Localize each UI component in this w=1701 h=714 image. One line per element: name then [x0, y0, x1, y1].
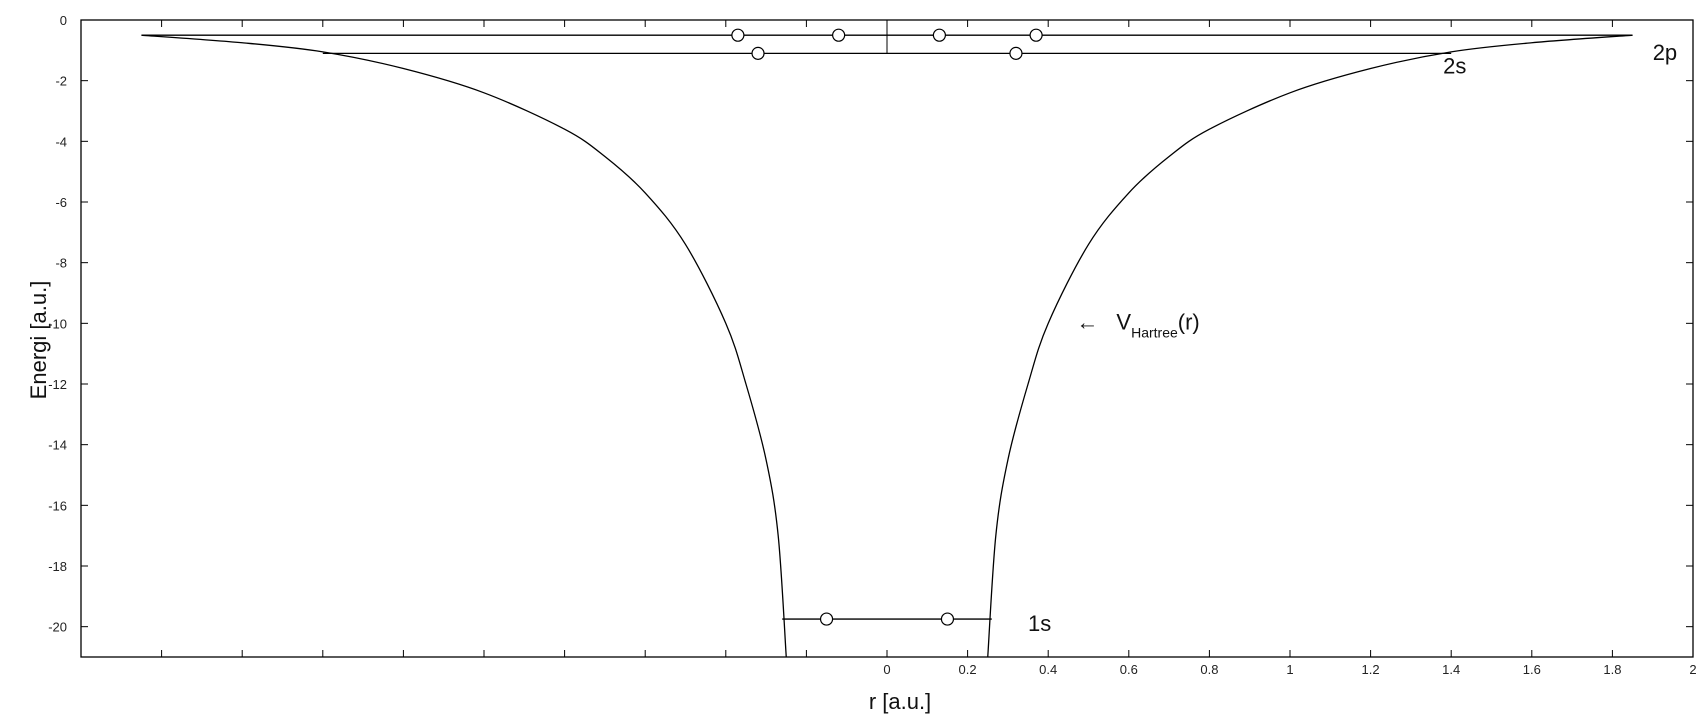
x-tick-label: 1.2: [1362, 662, 1380, 677]
curve-label-sub: Hartree: [1131, 324, 1178, 340]
curve-arrow: ←: [1076, 309, 1098, 334]
y-tick-label: -8: [55, 256, 67, 271]
y-axis-label: Energi [a.u.]: [26, 281, 51, 400]
electron-marker: [1029, 28, 1043, 42]
curve-annotation: ← VHartree(r): [1076, 309, 1199, 340]
curve-label-suffix: (r): [1178, 309, 1200, 334]
energy-level-label: 1s: [1028, 611, 1051, 636]
electron-markers-group: [731, 28, 1043, 626]
x-tick-label: 0.2: [959, 662, 977, 677]
tick-group: 0 0.2 0.4 0.6 0.8 1 1.2 1.4 1.6 1.8 2 0 -2 -4 -6 -8 -10 -…: [48, 13, 1696, 677]
y-tick-label: -18: [48, 559, 67, 574]
y-tick-label: -2: [55, 74, 67, 89]
curve-label-main: V: [1116, 309, 1131, 334]
electron-marker: [940, 612, 955, 626]
x-tick-label: 0.6: [1120, 662, 1138, 677]
y-tick-label: -16: [48, 498, 67, 513]
energy-level-label: 2p: [1653, 40, 1677, 65]
electron-marker: [832, 28, 846, 42]
plot-frame: [80, 19, 1694, 658]
y-tick-label: -14: [48, 438, 67, 453]
energy-levels-group: 1s 2s 2p: [141, 34, 1677, 636]
x-tick-label: 0.4: [1039, 662, 1057, 677]
energy-level-label: 2s: [1443, 53, 1466, 78]
electron-marker: [932, 28, 946, 42]
electron-marker: [819, 612, 834, 626]
x-tick-label: 1: [1286, 662, 1293, 677]
x-axis-label: r [a.u.]: [869, 689, 931, 714]
y-tick-label: -10: [48, 316, 67, 331]
x-tick-label: 2: [1689, 662, 1696, 677]
y-tick-label: -12: [48, 377, 67, 392]
y-tick-label: 0: [60, 13, 67, 28]
y-tick-label: -6: [55, 195, 67, 210]
hartree-curve-line: [141, 34, 787, 658]
hartree-curve-line: [987, 34, 1633, 658]
x-tick-label: 1.4: [1442, 662, 1460, 677]
x-tick-label: 0: [883, 662, 890, 677]
y-tick-label: -4: [55, 134, 67, 149]
y-tick-label: -20: [48, 620, 67, 635]
electron-marker: [1009, 46, 1023, 60]
hartree-curve-group: [141, 34, 1633, 658]
x-tick-label: 1.6: [1523, 662, 1541, 677]
curve-label: VHartree(r): [1116, 309, 1199, 340]
x-tick-label: 1.8: [1603, 662, 1621, 677]
x-tick-label: 0.8: [1200, 662, 1218, 677]
electron-marker: [751, 46, 765, 60]
electron-marker: [731, 28, 745, 42]
